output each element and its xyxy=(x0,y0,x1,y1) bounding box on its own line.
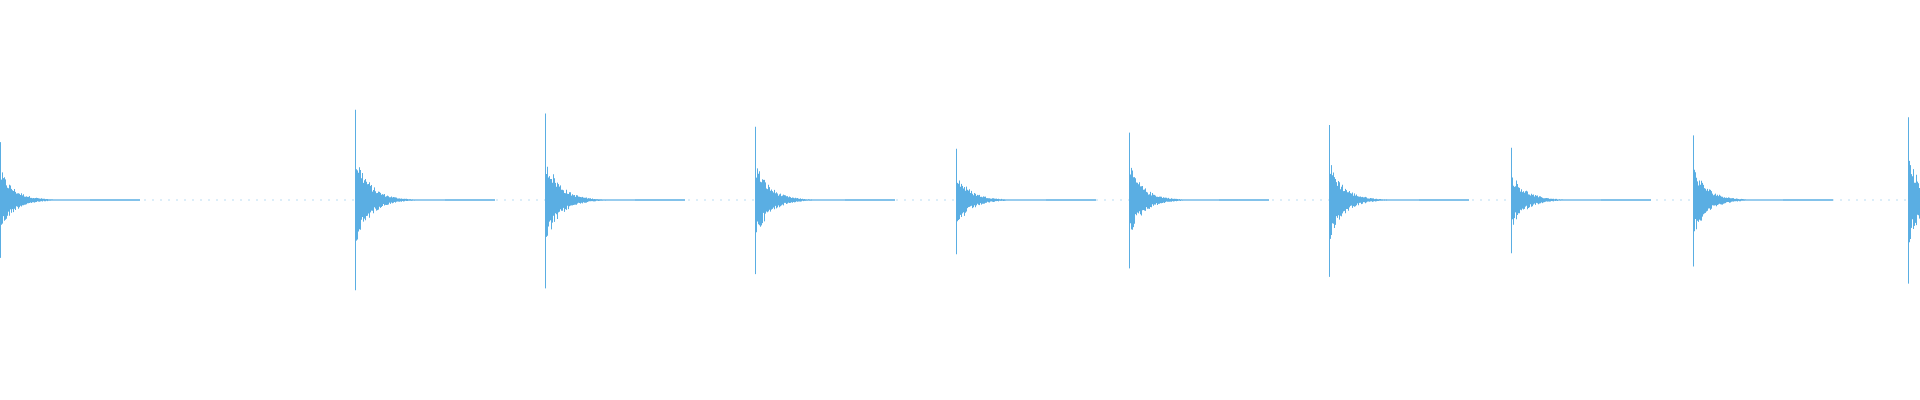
transient-2 xyxy=(355,109,495,291)
transient-envelope xyxy=(956,148,1096,255)
transient-5 xyxy=(956,148,1096,255)
transient-envelope xyxy=(1329,125,1469,277)
transient-6 xyxy=(1129,132,1269,269)
transient-3 xyxy=(545,113,685,289)
transient-envelope xyxy=(355,109,495,291)
transient-envelope xyxy=(755,126,895,275)
transient-envelope xyxy=(1129,132,1269,269)
transient-8 xyxy=(1511,147,1651,254)
transient-7 xyxy=(1329,125,1469,277)
transient-envelope xyxy=(1693,135,1833,267)
transient-envelope xyxy=(545,113,685,289)
waveform-transients xyxy=(0,109,1920,291)
transient-4 xyxy=(755,126,895,275)
transient-10 xyxy=(1908,117,1920,284)
transient-1 xyxy=(0,142,140,258)
transient-9 xyxy=(1693,135,1833,267)
transient-envelope xyxy=(1511,147,1651,254)
transient-envelope xyxy=(0,142,140,258)
transient-envelope xyxy=(1908,117,1920,284)
